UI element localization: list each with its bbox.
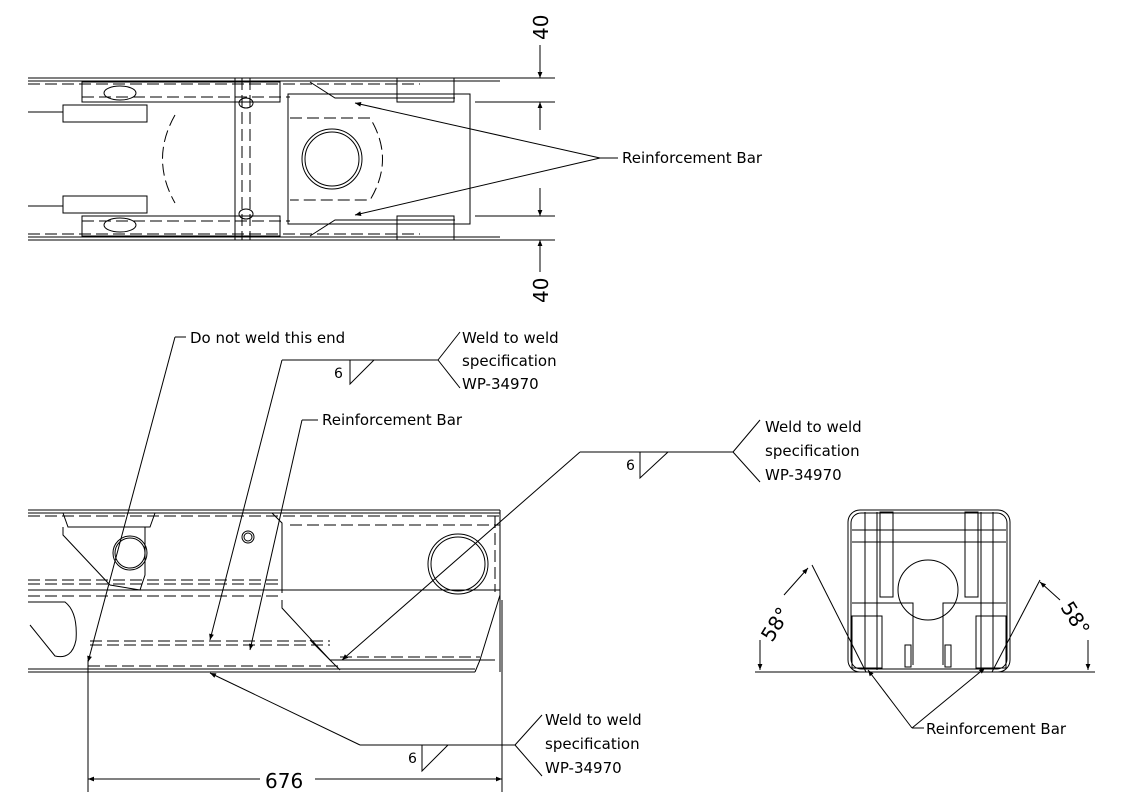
weld-spec-code: WP-34970	[545, 759, 622, 777]
weld-size: 6	[408, 751, 417, 767]
weld-note-line: specification	[462, 352, 557, 370]
top-view: 40 40 Reinforcement Bar	[28, 15, 763, 303]
note-do-not-weld: Do not weld this end	[190, 329, 345, 347]
label-reinforcement-bar-top: Reinforcement Bar	[622, 149, 763, 167]
dimension-bottom: 40	[529, 278, 553, 303]
label-reinforcement-bar-side: Reinforcement Bar	[322, 411, 463, 429]
weld-note-line: Weld to weld	[462, 329, 559, 347]
side-view: 676 Do not weld this end 6 Weld to weld …	[28, 329, 862, 793]
weld-note-line: Weld to weld	[765, 418, 862, 436]
weld-spec-code: WP-34970	[765, 466, 842, 484]
weld-symbol-3: 6 Weld to weld specification WP-34970	[209, 672, 642, 777]
weld-size: 6	[334, 366, 343, 382]
weld-note-line: specification	[545, 735, 640, 753]
angle-right: 58°	[1056, 597, 1095, 640]
label-reinforcement-bar-end: Reinforcement Bar	[926, 720, 1067, 738]
weld-note-line: Weld to weld	[545, 711, 642, 729]
dimension-length: 676	[265, 769, 303, 793]
end-view: 58° 58° Reinforcement Bar	[755, 509, 1095, 738]
weld-size: 6	[626, 458, 635, 474]
weld-symbol-2: 6 Weld to weld specification WP-34970	[341, 418, 862, 661]
angle-left: 58°	[756, 603, 795, 646]
weld-spec-code: WP-34970	[462, 375, 539, 393]
weld-note-line: specification	[765, 442, 860, 460]
dimension-top: 40	[529, 15, 553, 40]
weld-symbol-1: 6 Weld to weld specification WP-34970	[209, 329, 559, 641]
